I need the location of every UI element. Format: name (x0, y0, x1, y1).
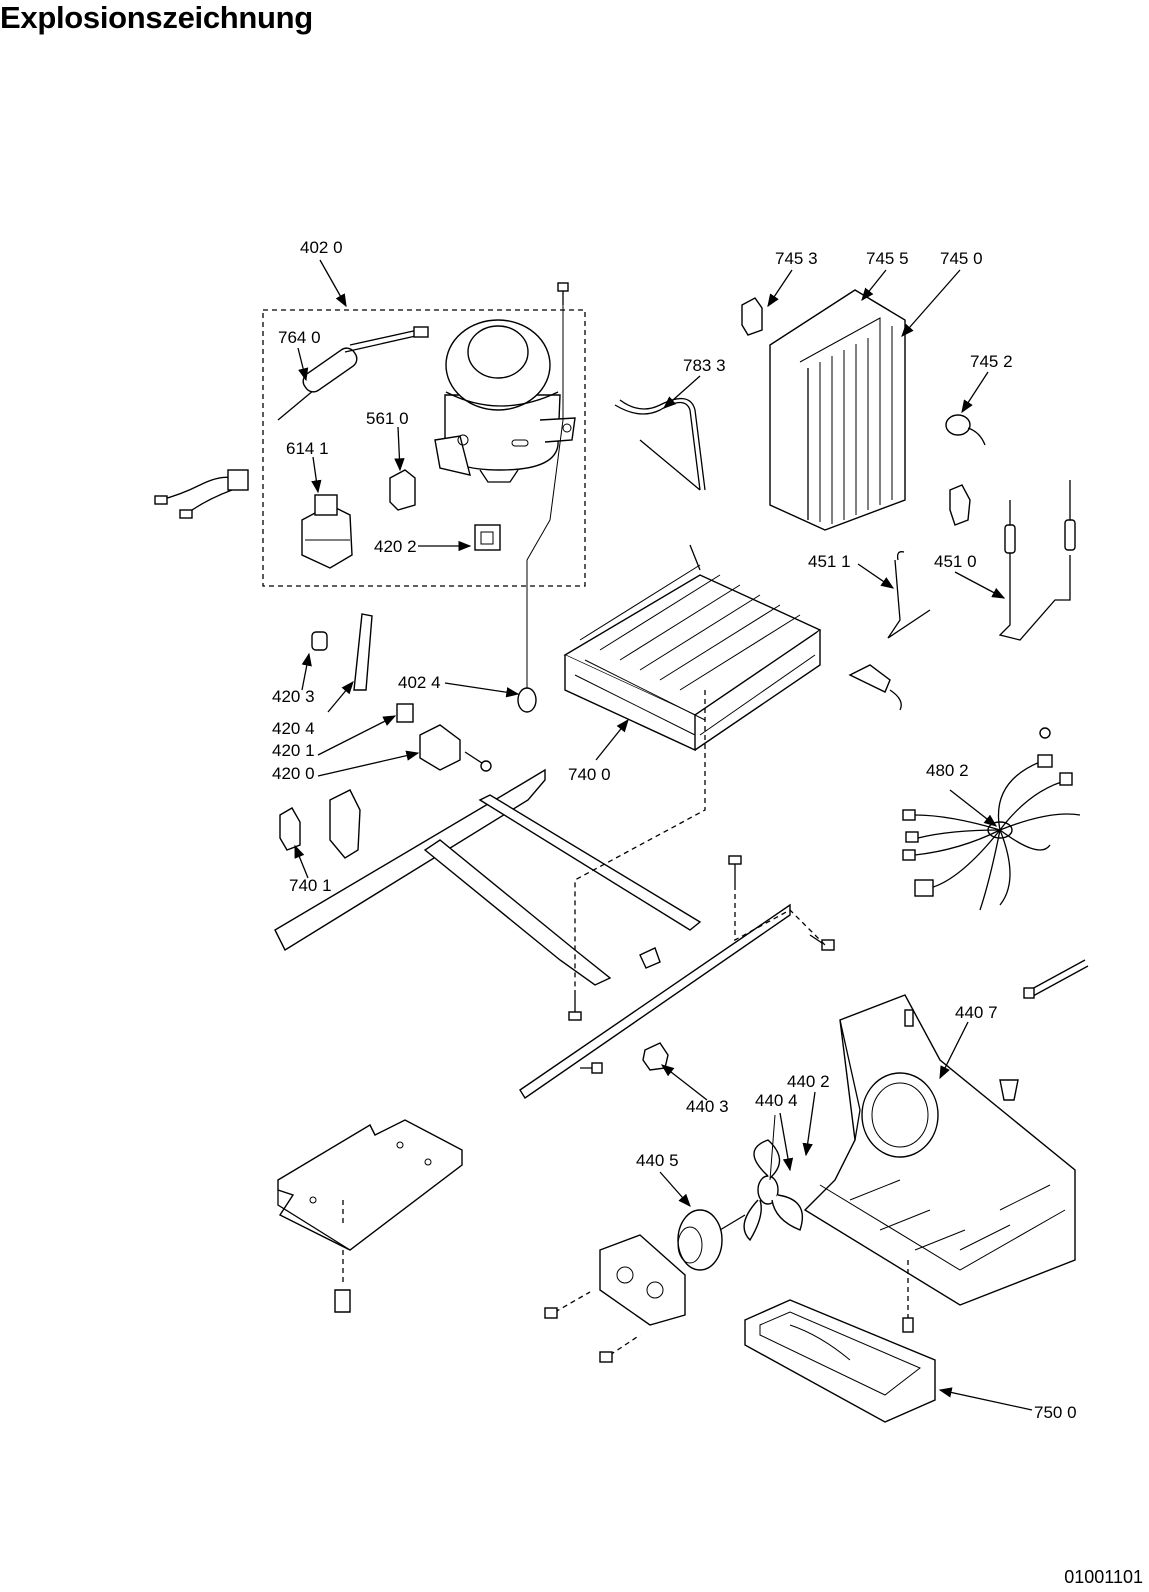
wire-connector-part (154, 469, 249, 519)
tube-451-1-part (887, 551, 931, 639)
callout-440-7: 440 7 (955, 1003, 998, 1022)
callout-764-0: 764 0 (278, 328, 321, 347)
drip-tray-part (744, 1299, 936, 1423)
callout-420-0: 420 0 (272, 764, 315, 783)
callout-783-3: 783 3 (683, 356, 726, 375)
callout-750-0: 750 0 (1034, 1403, 1077, 1422)
callout-labels: 402 0 764 0 614 1 561 0 420 2 745 3 745 … (272, 238, 1077, 1422)
base-frame-part (274, 768, 791, 1099)
frame-guide-line (734, 885, 826, 946)
frame-screws-part (568, 855, 835, 1074)
clamp-part (949, 484, 971, 526)
callout-420-2: 420 2 (374, 537, 417, 556)
wire-nut-part (999, 1079, 1019, 1101)
grommet-402-4-part (517, 687, 537, 713)
compressor-group-box (262, 309, 586, 587)
callout-740-0: 740 0 (568, 765, 611, 784)
tube-783-3-part (614, 398, 706, 491)
cover-plate-part (277, 1119, 463, 1313)
leader-lines (294, 259, 1033, 1411)
callout-402-0: 402 0 (300, 238, 343, 257)
bracket-745-3-part (741, 297, 763, 336)
condenser-part (769, 289, 906, 531)
starter-relay-part (301, 494, 353, 569)
page-title: Explosionszeichnung (0, 0, 313, 35)
callout-614-1: 614 1 (286, 439, 329, 458)
evaporator-guide-line (574, 690, 706, 990)
fan-shroud-part (803, 994, 1076, 1306)
callout-745-0: 745 0 (940, 249, 983, 268)
compressor-part (434, 319, 576, 483)
fan-motor-440-5-part (677, 1209, 746, 1271)
callout-745-2: 745 2 (970, 352, 1013, 371)
fan-motor-745-2-part (945, 414, 986, 446)
callout-740-1: 740 1 (289, 876, 332, 895)
callout-745-5: 745 5 (866, 249, 909, 268)
callout-480-2: 480 2 (926, 761, 969, 780)
callout-402-4: 402 4 (398, 673, 441, 692)
drip-tray-bracket-part (848, 664, 902, 711)
callout-440-3: 440 3 (686, 1097, 729, 1116)
callout-561-0: 561 0 (366, 409, 409, 428)
callout-451-0: 451 0 (934, 552, 977, 571)
tube-451-0-part (998, 480, 1076, 641)
fan-blade-part (743, 1114, 804, 1242)
overload-part (474, 524, 501, 551)
hose-420-4-part (353, 613, 373, 691)
cap-420-1-part (396, 703, 414, 723)
compressor-bolt-part (557, 282, 569, 305)
drawing-code: 01001101 (1064, 1567, 1143, 1587)
clip-part (389, 469, 416, 511)
callout-745-3: 745 3 (775, 249, 818, 268)
motor-bracket-part (599, 1234, 686, 1326)
bracket-740-1-part (279, 807, 301, 851)
wire-harness-part (902, 727, 1081, 911)
callout-451-1: 451 1 (808, 552, 851, 571)
callout-420-3: 420 3 (272, 687, 315, 706)
callout-440-4: 440 4 (755, 1091, 798, 1110)
capacitor-420-0-part (419, 724, 492, 772)
callout-440-2: 440 2 (787, 1072, 830, 1091)
callout-440-5: 440 5 (636, 1151, 679, 1170)
evaporator-part (563, 544, 822, 752)
cable-tie-part (1023, 959, 1089, 999)
filter-drier-part (277, 326, 429, 421)
callout-420-4: 420 4 (272, 719, 315, 738)
sleeve-420-3-part (311, 631, 328, 651)
callout-420-1: 420 1 (272, 741, 315, 760)
compressor-guide-line (526, 305, 564, 690)
bracket-screws-part (544, 1260, 914, 1363)
